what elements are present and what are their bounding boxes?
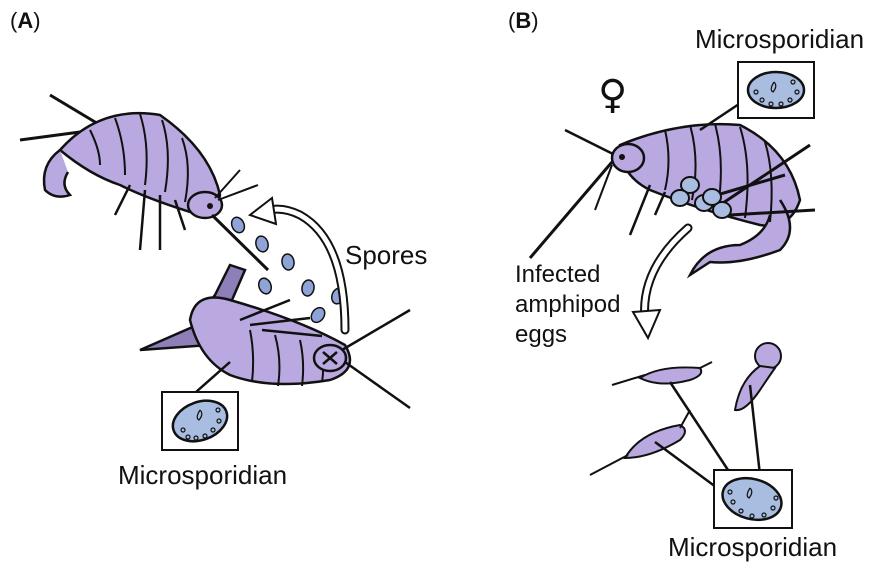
- microsporidian-label-b-top: Microsporidian: [695, 24, 864, 55]
- infected-eggs-label: Infected amphipod eggs: [515, 260, 620, 350]
- offspring-amphipod-3: [590, 410, 720, 490]
- amphipod-bottom-a: [140, 265, 410, 408]
- eggs-label-line2: amphipod: [515, 290, 620, 320]
- microsporidian-label-b-bottom: Microsporidian: [668, 532, 837, 563]
- microsporidian-inset-a: [162, 392, 238, 450]
- amphipod-top-a: [20, 95, 268, 270]
- spores-label: Spores: [345, 240, 427, 271]
- eggs-label-line1: Infected: [515, 260, 620, 290]
- offspring-amphipod-2: [735, 343, 781, 475]
- female-symbol: ♀: [598, 72, 627, 118]
- microsporidian-inset-b-top: [738, 62, 814, 118]
- eggs-label-line3: eggs: [515, 320, 620, 350]
- microsporidian-inset-b-bottom: [714, 470, 792, 528]
- eggs-arrow: [633, 228, 688, 338]
- microsporidian-label-a: Microsporidian: [118, 460, 287, 491]
